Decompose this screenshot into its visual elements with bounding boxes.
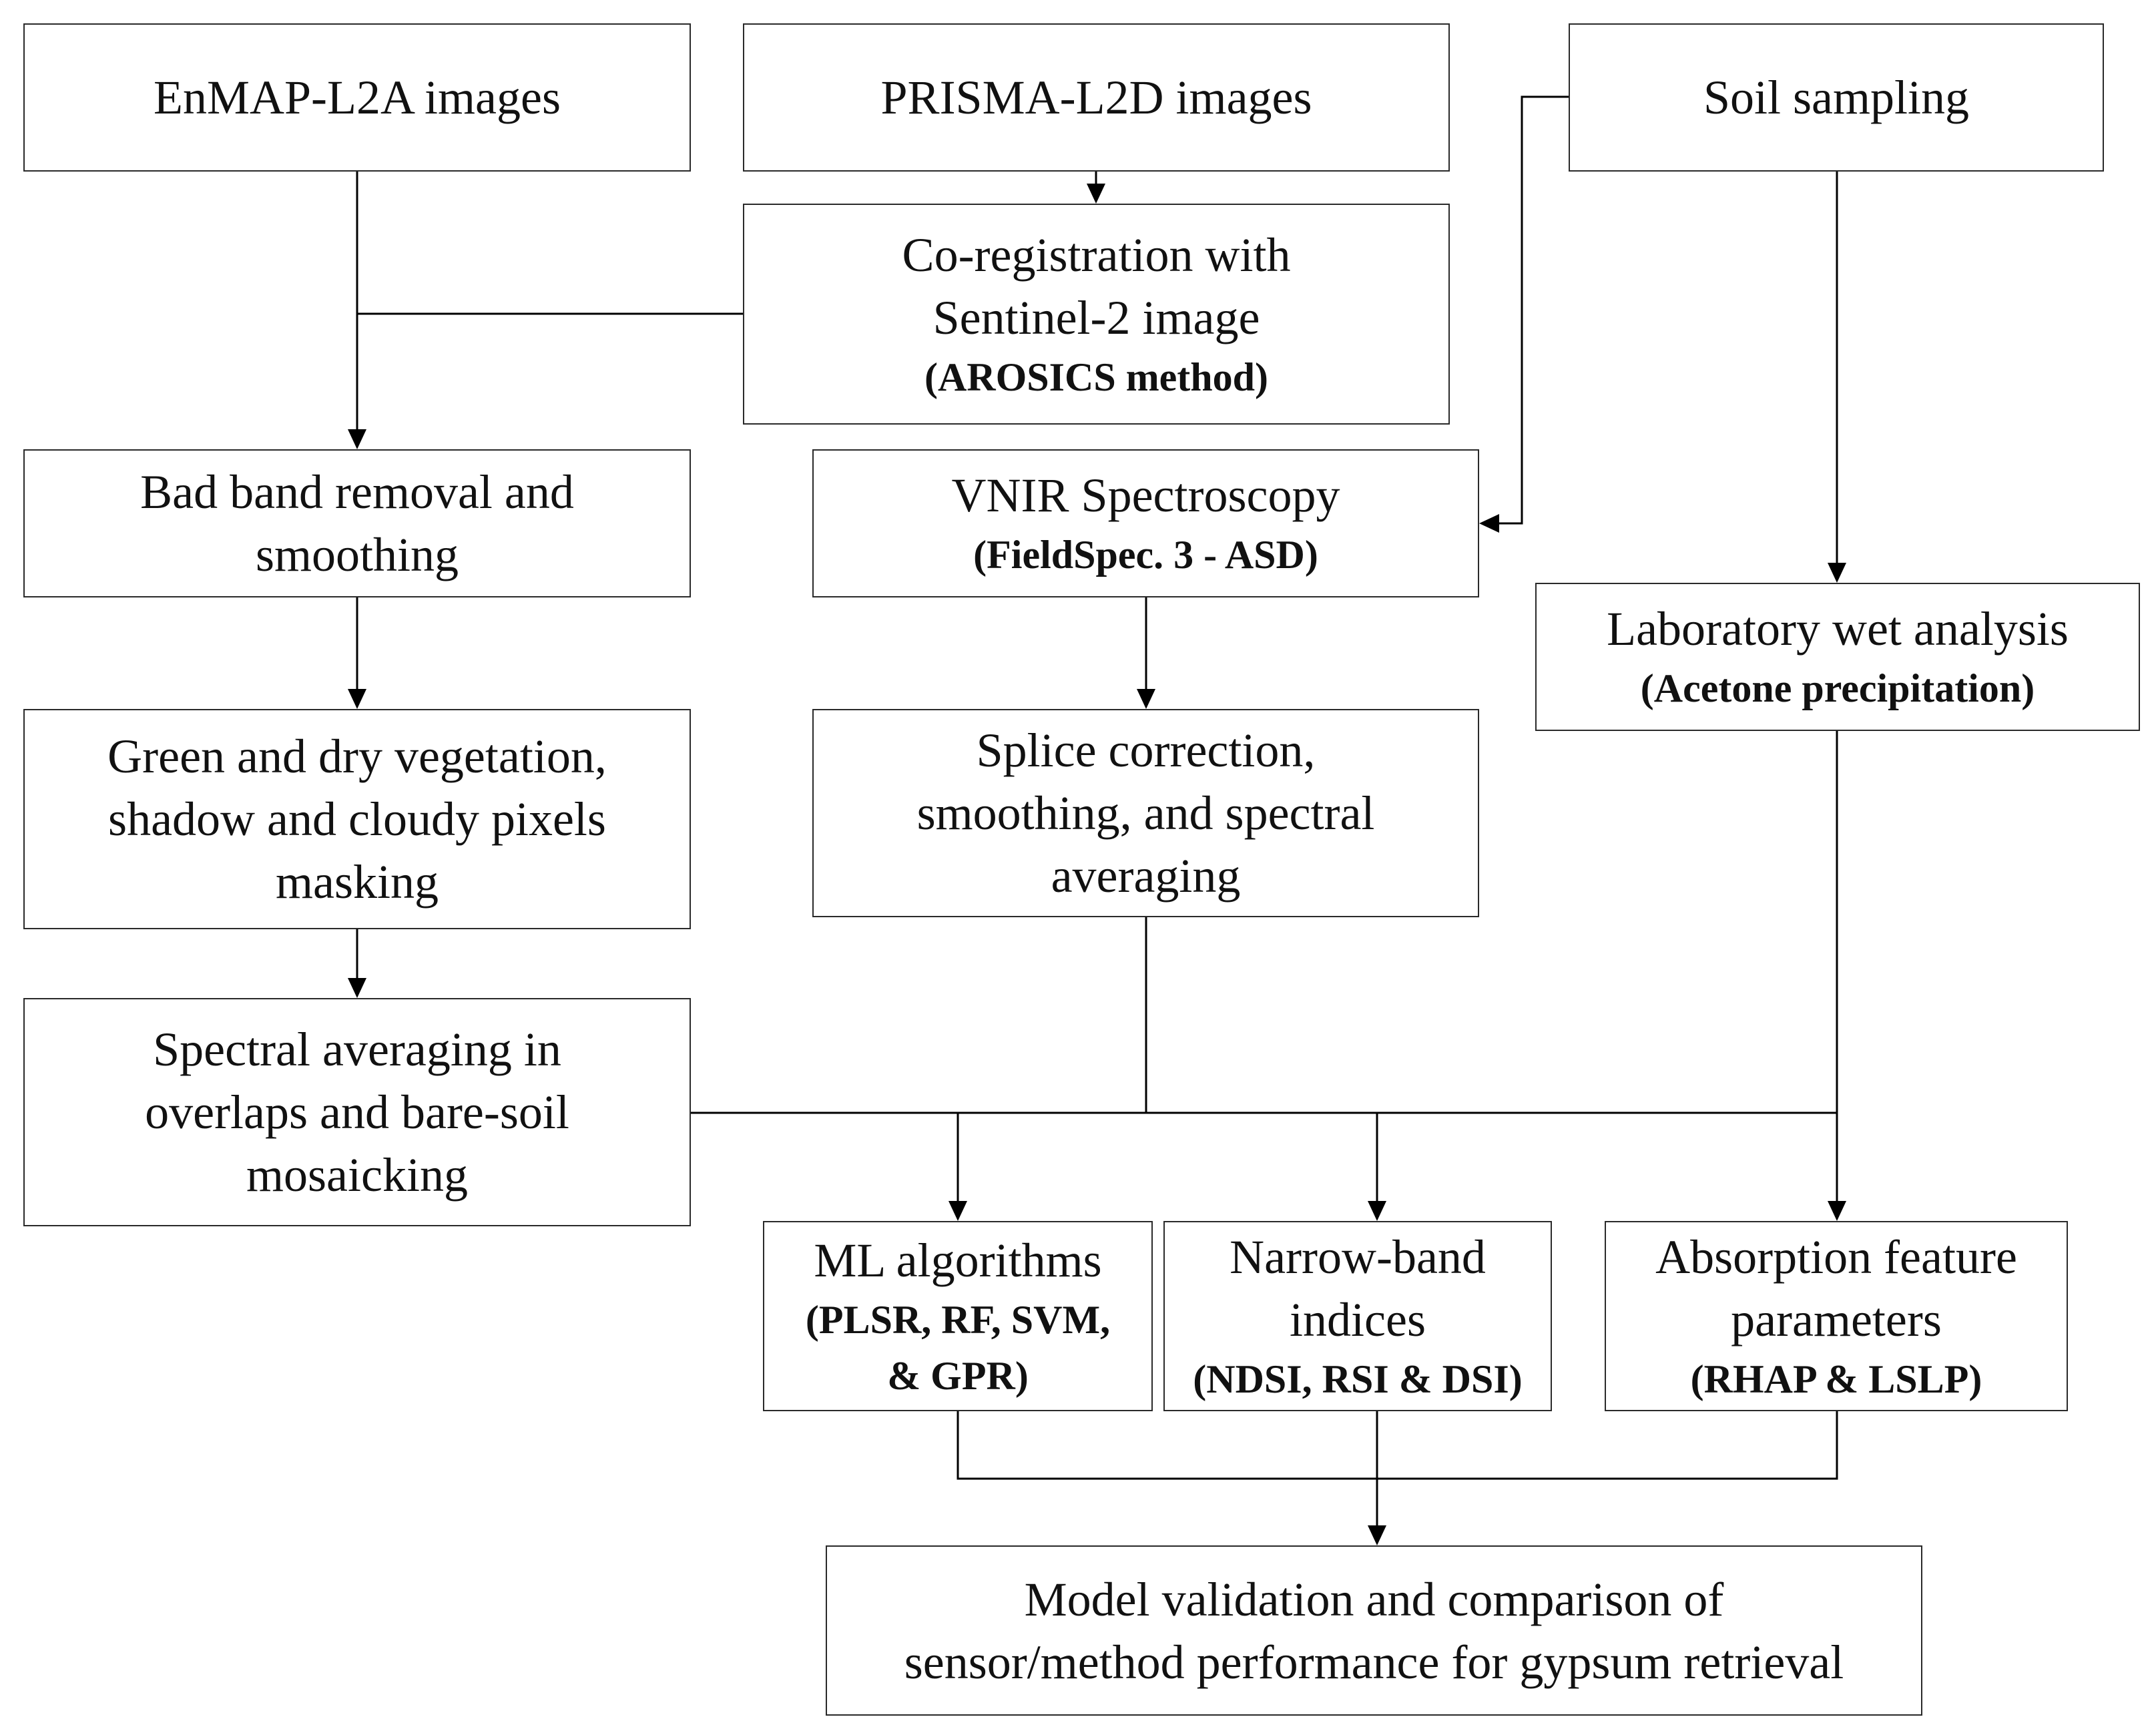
node-title: Co-registration with Sentinel-2 image [902,228,1291,344]
node-absorption-feature-parameters: Absorption feature parameters (RHAP & LS… [1605,1221,2068,1411]
node-subtitle: (FieldSpec. 3 - ASD) [973,533,1318,577]
node-enmap-l2a-images: EnMAP-L2A images [23,23,691,172]
node-title: ML algorithms [814,1233,1102,1287]
node-title: VNIR Spectroscopy [951,469,1340,522]
node-title: Model validation and comparison of senso… [904,1572,1844,1689]
node-ml-algorithms: ML algorithms (PLSR, RF, SVM, & GPR) [763,1221,1153,1411]
node-subtitle: (RHAP & LSLP) [1690,1356,1982,1401]
arrowhead-ml [949,1201,967,1221]
node-title: Green and dry vegetation, shadow and clo… [107,730,607,909]
arrowhead-nbi [1368,1201,1386,1221]
arrowhead-lab [1828,563,1846,583]
node-laboratory-wet-analysis: Laboratory wet analysis (Acetone precipi… [1535,583,2140,731]
node-title: Absorption feature parameters [1655,1230,2017,1346]
arrowhead-splice [1137,689,1155,709]
arrowhead-validation [1368,1525,1386,1545]
node-splice-correction: Splice correction, smoothing, and spectr… [812,709,1479,917]
connector-methods-merge [957,1411,1838,1480]
node-subtitle: (PLSR, RF, SVM, & GPR) [805,1297,1111,1398]
arrowhead-badband [348,429,366,449]
connector-soil-to-vnir [1499,95,1569,525]
node-title: Splice correction, smoothing, and spectr… [916,724,1375,903]
node-narrow-band-indices: Narrow-band indices (NDSI, RSI & DSI) [1163,1221,1552,1411]
node-subtitle: (NDSI, RSI & DSI) [1193,1356,1523,1401]
node-vnir-spectroscopy: VNIR Spectroscopy (FieldSpec. 3 - ASD) [812,449,1479,597]
node-title: Soil sampling [1703,71,1970,124]
node-title: PRISMA-L2D images [880,71,1312,124]
node-title: Narrow-band indices [1230,1230,1486,1346]
arrowhead-vnir [1479,514,1499,533]
node-model-validation: Model validation and comparison of senso… [826,1545,1922,1716]
arrowhead-mosaic [348,978,366,998]
node-subtitle: (Acetone precipitation) [1640,666,2035,710]
node-title: Laboratory wet analysis [1607,602,2069,656]
node-bad-band-removal: Bad band removal and smoothing [23,449,691,597]
node-bare-soil-mosaicking: Spectral averaging in overlaps and bare-… [23,998,691,1226]
node-prisma-l2d-images: PRISMA-L2D images [743,23,1450,172]
node-title: Spectral averaging in overlaps and bare-… [145,1023,569,1202]
node-soil-sampling: Soil sampling [1569,23,2104,172]
node-title: EnMAP-L2A images [154,71,561,124]
arrowhead-afp [1828,1201,1846,1221]
node-subtitle: (AROSICS method) [924,354,1269,399]
node-title: Bad band removal and smoothing [140,465,574,581]
arrowhead-coreg [1087,184,1105,204]
node-co-registration: Co-registration with Sentinel-2 image (A… [743,204,1450,425]
arrowhead-masking [348,689,366,709]
node-vegetation-masking: Green and dry vegetation, shadow and clo… [23,709,691,929]
